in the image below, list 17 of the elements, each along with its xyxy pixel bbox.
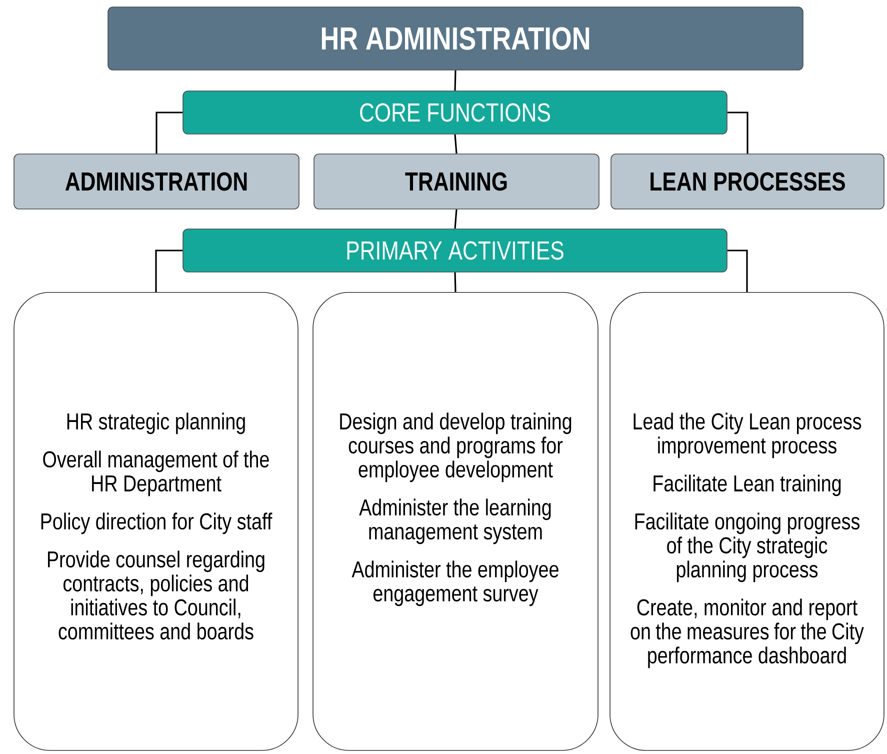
function-box: LEAN PROCESSES [610,154,884,210]
connector-line [156,112,183,154]
header-band: PRIMARY ACTIVITIES [182,228,728,272]
activity-box: HR strategic planning Overall management of the HR Department Policy direction for City staff Provide counsel regarding contracts, policies and initiatives to Council, committees and boards [14,292,298,751]
function-box: ADMINISTRATION [14,154,300,210]
connector-line [454,70,456,91]
title-box: HR ADMINISTRATION [108,6,804,70]
connector-line [727,112,748,154]
connector-line [454,209,458,229]
connector-line [454,272,456,292]
connector-line [155,250,183,292]
connector-line [727,250,748,292]
header-band: CORE FUNCTIONS [182,90,728,134]
function-box: TRAINING [314,154,600,210]
connector-line [454,134,458,154]
activity-box: Lead the City Lean process improvement process Facilitate Lean training Facilitate ongoing progress of the City strategic planning process Create, monitor and report on the measures for the City performance dashboard [610,292,884,751]
activity-box: Design and develop training courses and programs for employee development Administer the learning management system Administer the employee engagement survey [312,292,598,751]
